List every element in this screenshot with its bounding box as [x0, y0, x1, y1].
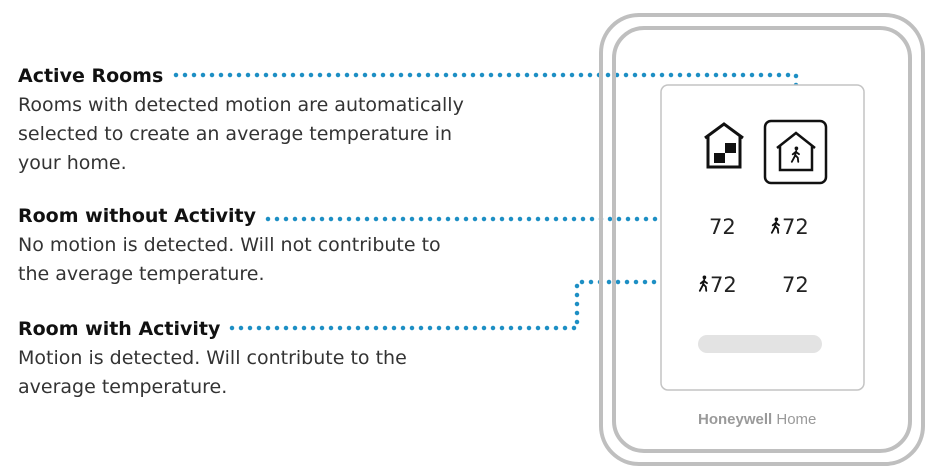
- callout-description-room-with-activity: Motion is detected. Will contribute to t…: [18, 344, 407, 402]
- reading-row-2: 72 72: [698, 273, 809, 297]
- description-line: the average temperature.: [18, 263, 265, 285]
- reading-row-1: 72 72: [709, 215, 809, 239]
- description-line: average temperature.: [18, 376, 228, 398]
- description-line: Motion is detected. Will contribute to t…: [18, 347, 407, 369]
- description-line: Rooms with detected motion are automatic…: [18, 94, 464, 116]
- leader-line-room-with-activity: [229, 279, 695, 331]
- callout-title-room-with-activity: Room with Activity: [18, 318, 221, 340]
- temperature-reading: 72: [782, 273, 809, 297]
- thermostat-inner-frame: [612, 26, 912, 453]
- callout-title-active-rooms: Active Rooms: [18, 65, 164, 87]
- scroll-indicator-bar: [698, 335, 822, 353]
- brand-logo: Honeywell Home: [698, 411, 816, 428]
- callout-description-active-rooms: Rooms with detected motion are automatic…: [18, 91, 464, 178]
- callout-title-room-without-activity: Room without Activity: [18, 205, 257, 227]
- temperature-reading: 72: [782, 215, 809, 239]
- description-line: your home.: [18, 152, 127, 174]
- callout-description-room-without-activity: No motion is detected. Will not contribu…: [18, 231, 441, 289]
- description-line: No motion is detected. Will not contribu…: [18, 234, 441, 256]
- thermostat-outer-frame: [599, 13, 925, 466]
- home-motion-icon: [763, 119, 828, 185]
- description-line: selected to create an average temperatur…: [18, 123, 453, 145]
- temperature-reading: 72: [710, 273, 737, 297]
- home-icon: [704, 122, 744, 169]
- temperature-reading: 72: [709, 215, 736, 239]
